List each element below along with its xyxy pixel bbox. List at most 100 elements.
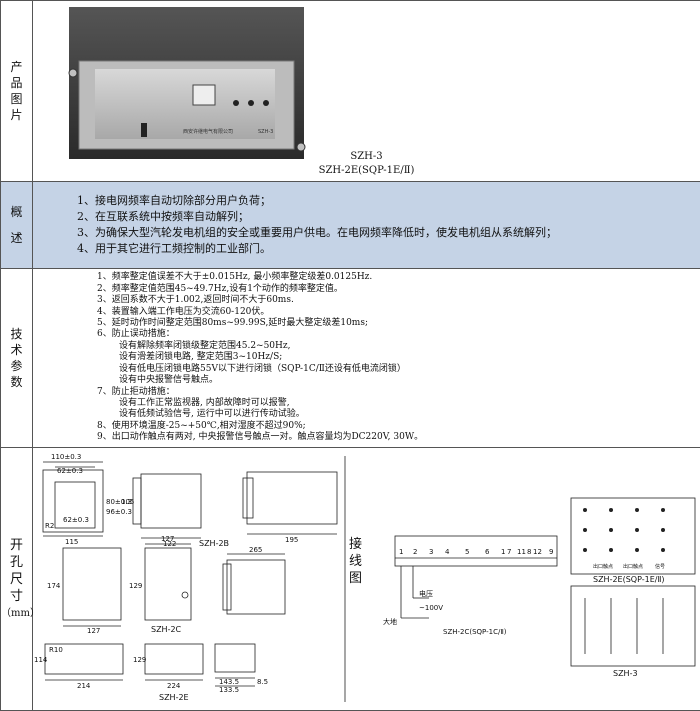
cutout-2b-flange: [132, 477, 142, 525]
photo-label: 产 品 图 片: [0, 0, 33, 182]
model-label: SZH-2C: [151, 625, 182, 634]
terminal-dot: [635, 508, 639, 512]
drawing-cell: 110±0.3 62±0.3 80±0.3 96±0.3 62±0.3 R2 1…: [32, 447, 700, 711]
dim-label: R10: [49, 646, 63, 654]
device-faceplate: [95, 69, 275, 139]
dim-label: 122: [163, 540, 176, 548]
terminal-number: 7: [507, 548, 511, 556]
wiring-label-char: 接: [349, 536, 362, 552]
tech-item: 设有低频试验信号, 运行中可以进行传动试验。: [119, 409, 305, 420]
drawing-row: 开 孔 尺 寸 （mm）: [0, 447, 700, 711]
wiring-2c: [394, 535, 558, 619]
terminal-number: 9: [549, 548, 553, 556]
tech-item: 1、频率整定值误差不大于±0.015Hz, 最小频率整定级差0.0125Hz.: [97, 272, 373, 283]
dim-label: 214: [77, 682, 91, 690]
wiring-model-3: SZH-3: [613, 669, 638, 678]
tech-item: 8、使用环境温度-25~+50℃,相对湿度不超过90%;: [97, 420, 306, 431]
overview-content: 1、接电网频率自动切除部分用户负荷； 2、在互联系统中按频率自动解列； 3、为确…: [32, 181, 700, 269]
overview-item: 3、为确保大型汽轮发电机组的安全或重要用户供电。在电网频率降低时，使发电机组从系…: [77, 226, 557, 239]
terminal-dot: [635, 548, 639, 552]
wiring-label-char: 线: [349, 554, 362, 569]
tech-content: 1、频率整定值误差不大于±0.015Hz, 最小频率整定级差0.0125Hz.2…: [32, 268, 700, 448]
wiring-label-char: 图: [349, 571, 362, 586]
terminal-number: 5: [465, 548, 469, 556]
contact-label: 信号: [655, 563, 665, 570]
terminal-dot: [583, 528, 587, 532]
overview-label: 概 述: [0, 181, 33, 269]
cutout-drawings: [42, 456, 346, 702]
tech-item: 3、返回系数不大于1.002,返回时间不大于60ms.: [97, 295, 294, 306]
dim-label: 96±0.3: [106, 508, 132, 516]
cutout-unit: （mm）: [1, 607, 40, 619]
dim-label: R2: [45, 522, 54, 530]
dim-label: 127: [161, 535, 174, 543]
terminal-number: 1: [399, 548, 403, 556]
indicator-led: [233, 100, 239, 106]
overview-item: 2、在互联系统中按频率自动解列；: [77, 210, 249, 223]
indicator-led: [263, 100, 269, 106]
tech-item: 设有解除频率闭锁级整定范围45.2~50Hz,: [119, 340, 291, 351]
dim-label: 129: [133, 656, 146, 664]
terminal-dot: [661, 508, 665, 512]
photo-caption-2: SZH-2E(SQP-1E/Ⅱ): [318, 165, 415, 176]
cutout-2c-front: [62, 547, 122, 621]
ground-label: 大地: [383, 617, 397, 626]
wiring-model-2e: SZH-2E(SQP-1E/Ⅱ): [593, 575, 665, 584]
contact-label: 出口触点: [593, 563, 613, 570]
cutout-2e-top: [214, 643, 256, 673]
photo-row: 产 品 图 片: [0, 0, 700, 182]
cutout-label-char: 寸: [9, 588, 23, 604]
photo-label-char: 产: [10, 60, 23, 74]
cutout-2b-window: [54, 481, 96, 529]
dim-label: 105: [121, 498, 134, 506]
tech-item: 6、防止误动措施：: [97, 329, 175, 340]
terminal-dot: [609, 528, 613, 532]
tech-label-char: 术: [10, 343, 23, 357]
terminal-dot: [661, 548, 665, 552]
tech-list: 1、频率整定值误差不大于±0.015Hz, 最小频率整定级差0.0125Hz.2…: [97, 272, 700, 443]
terminal-number: 6: [485, 548, 490, 556]
terminal-number: 11: [517, 548, 526, 556]
panel-screw: [68, 68, 78, 78]
wiring-2e: [570, 497, 696, 667]
dim-label: 133.5: [219, 686, 239, 694]
overview-item: 1、接电网频率自动切除部分用户负荷；: [77, 194, 271, 207]
tech-label-char: 参: [10, 359, 23, 373]
panel-screw: [296, 142, 306, 152]
terminal-dot: [609, 508, 613, 512]
cutout-2c-bezel: [222, 563, 232, 611]
tech-label: 技 术 参 数: [0, 268, 33, 448]
dim-label: 8.5: [257, 678, 268, 686]
terminal-number: 4: [445, 548, 450, 556]
cutout-label-char: 孔: [9, 554, 23, 570]
dim-label: 80±0.3: [106, 498, 132, 506]
model-label: SZH-2B: [199, 539, 229, 548]
device-plate-text: SZH-3: [258, 129, 273, 135]
terminal-strip: [394, 535, 558, 567]
thumbwheel-switch: [192, 84, 216, 106]
tech-row: 技 术 参 数 1、频率整定值误差不大于±0.015Hz, 最小频率整定级差0.…: [0, 268, 700, 448]
overview-row: 概 述 1、接电网频率自动切除部分用户负荷； 2、在互联系统中按频率自动解列； …: [0, 181, 700, 269]
dim-label: 195: [285, 536, 298, 544]
photo-label-char: 图: [10, 92, 23, 106]
voltage-label: 电压: [419, 589, 433, 598]
tech-item: 4、装置输入端工作电压为交流60-120伏。: [97, 306, 270, 317]
overview-item: 4、用于其它进行工频控制的工业部门。: [77, 242, 271, 255]
terminal-number: 1: [501, 548, 505, 556]
tech-label-char: 数: [10, 375, 23, 389]
cutout-2b-front: [42, 469, 104, 533]
dim-label: 114: [34, 656, 48, 664]
cutout-label-char: 尺: [9, 571, 23, 587]
tech-item: 9、出口动作触点有两对, 中央报警信号触点一对。触点容量均为DC220V, 30…: [97, 432, 424, 443]
drawings: 110±0.3 62±0.3 80±0.3 96±0.3 62±0.3 R2 1…: [34, 453, 696, 702]
tech-item: 2、频率整定值范围45~49.7Hz,设有1个动作的频率整定值。: [97, 283, 343, 294]
terminal-dot: [583, 548, 587, 552]
photo-label-char: 片: [10, 108, 23, 122]
tech-item: 5、延时动作时间整定范围80ms~99.99S,延时最大整定级差10ms;: [97, 318, 368, 329]
tech-label-char: 技: [10, 327, 23, 341]
model-label: SZH-2E: [159, 693, 189, 702]
tech-item: 7、防止拒动措施：: [97, 386, 175, 397]
tech-item: 设有中央报警信号触点。: [119, 375, 219, 386]
